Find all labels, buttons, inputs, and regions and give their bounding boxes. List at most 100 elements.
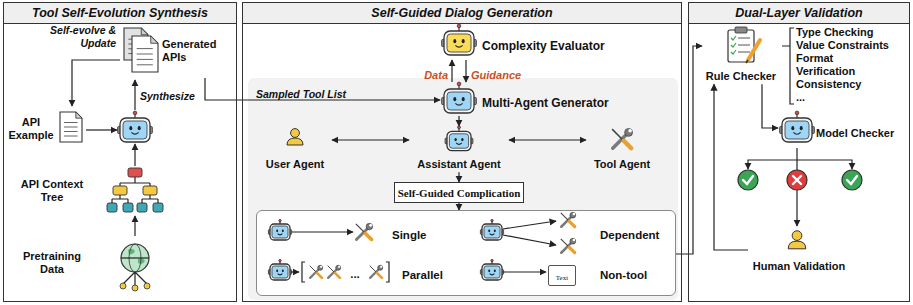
label-box: Text xyxy=(549,266,575,284)
node-label: Dependent xyxy=(600,229,659,243)
robot-smile xyxy=(131,132,138,134)
node-label: Human Validation xyxy=(753,260,845,273)
document-line xyxy=(64,136,78,137)
robot-antenna-tip xyxy=(491,259,493,261)
checker: Model Checker xyxy=(778,110,905,148)
parallel-call-arrow xyxy=(291,271,299,272)
annotation: ... xyxy=(350,268,360,282)
robot-screen xyxy=(123,121,147,139)
document-line xyxy=(137,64,153,65)
wrench-notch xyxy=(573,239,576,242)
document-line xyxy=(64,131,78,132)
label-box: Tool Self-Evolution Synthesis xyxy=(4,3,236,24)
label-box: Tool Agent xyxy=(586,154,658,172)
tree-branches xyxy=(112,177,158,203)
robot-smile xyxy=(490,234,495,235)
document-line xyxy=(137,54,153,55)
screwdriver-handle xyxy=(317,273,322,278)
label-box: Human Validation xyxy=(748,256,850,274)
node-label: Multi-Agent Generator xyxy=(482,96,609,110)
robot-eye xyxy=(494,269,496,272)
robot-eye xyxy=(494,229,496,232)
robot-head xyxy=(482,264,502,280)
label-box: Type Checking xyxy=(796,26,892,39)
robot-antenna-tip xyxy=(458,126,461,129)
close-bracket xyxy=(386,262,389,282)
human-check: Human Validation xyxy=(748,226,850,276)
document-line xyxy=(64,127,78,128)
robot-eye xyxy=(453,39,456,43)
label-box: Consistency xyxy=(796,78,892,91)
reject-circle xyxy=(787,170,807,190)
node-label: Self-Guided Complication xyxy=(398,185,521,201)
robot-eye xyxy=(791,126,794,130)
connector xyxy=(458,116,459,126)
connector xyxy=(676,46,702,254)
label-box: Synthesize xyxy=(140,86,202,104)
node-label: Non-tool xyxy=(600,269,647,283)
label-box: Assistant Agent xyxy=(409,154,509,172)
label-box: Complexity Evaluator xyxy=(482,36,618,54)
label-box: Model Checker xyxy=(816,123,902,141)
api-example: API Example xyxy=(4,106,86,152)
node-label: Generated APIs xyxy=(162,38,222,64)
label-box: Rule Checker xyxy=(702,66,780,84)
screwdriver-shaft xyxy=(370,266,377,273)
robot-screen xyxy=(785,121,809,139)
open-bracket xyxy=(302,262,305,282)
robot-screen xyxy=(447,34,471,52)
generation-area xyxy=(248,78,678,300)
label-box: Dual-Layer Validation xyxy=(689,3,909,24)
dependent-call-arrow xyxy=(503,221,556,229)
edge-label: Self-evolve & Update xyxy=(36,24,116,49)
robot-smile xyxy=(455,103,462,105)
pencil-tip xyxy=(746,60,748,63)
label-box: User Agent xyxy=(258,154,332,172)
screwdriver-shaft xyxy=(561,213,569,221)
globe-equator xyxy=(121,257,149,258)
text-box: Text xyxy=(548,265,576,286)
check-item: Value Constraints xyxy=(796,39,892,52)
robot-eye xyxy=(276,269,278,272)
panel: Tool Self-Evolution SynthesisGenerated A… xyxy=(3,2,237,302)
connector xyxy=(714,84,748,250)
network-dot xyxy=(132,285,138,291)
person-body xyxy=(287,138,303,145)
person-head xyxy=(792,231,802,241)
edge-label: Data xyxy=(424,69,448,82)
robot-screen xyxy=(484,226,500,238)
single-call-arrow xyxy=(292,231,353,232)
label-box: Generated APIs xyxy=(162,38,222,65)
clipboard-tick xyxy=(731,50,736,54)
icon-layer xyxy=(257,211,677,297)
network-dot xyxy=(120,283,126,289)
connector xyxy=(465,60,466,82)
label-box: Parallel xyxy=(402,265,464,283)
robot-smile xyxy=(278,234,283,235)
clipboard-tick xyxy=(731,43,736,47)
tree-node xyxy=(143,186,157,195)
node-label: Parallel xyxy=(402,269,443,283)
robot-eye xyxy=(129,126,132,130)
robot-eye xyxy=(138,126,141,130)
robot-head xyxy=(482,224,502,240)
screwdriver-shaft xyxy=(612,129,622,139)
node-label: Single xyxy=(392,229,427,243)
context-tree: API Context Tree xyxy=(12,164,170,216)
label-box: Dependent xyxy=(600,225,672,243)
panel-title: Dual-Layer Validation xyxy=(735,3,862,23)
document-line xyxy=(64,122,78,123)
label-box: Self-Guided Dialog Generation xyxy=(243,3,681,24)
node-label: Model Checker xyxy=(816,127,894,140)
robot-screen xyxy=(272,266,288,278)
check-circle xyxy=(842,170,862,190)
call-types-box: Single DependentParallel Non-tool Text xyxy=(256,210,676,296)
label-box: Value Constraints xyxy=(796,39,892,52)
panel-title: Self-Guided Dialog Generation xyxy=(371,3,552,23)
non-tool-arrow xyxy=(503,271,546,272)
wrench-notch xyxy=(369,224,372,227)
network-dot xyxy=(144,283,150,289)
document-line xyxy=(137,48,153,49)
label-box: ... xyxy=(796,91,892,104)
